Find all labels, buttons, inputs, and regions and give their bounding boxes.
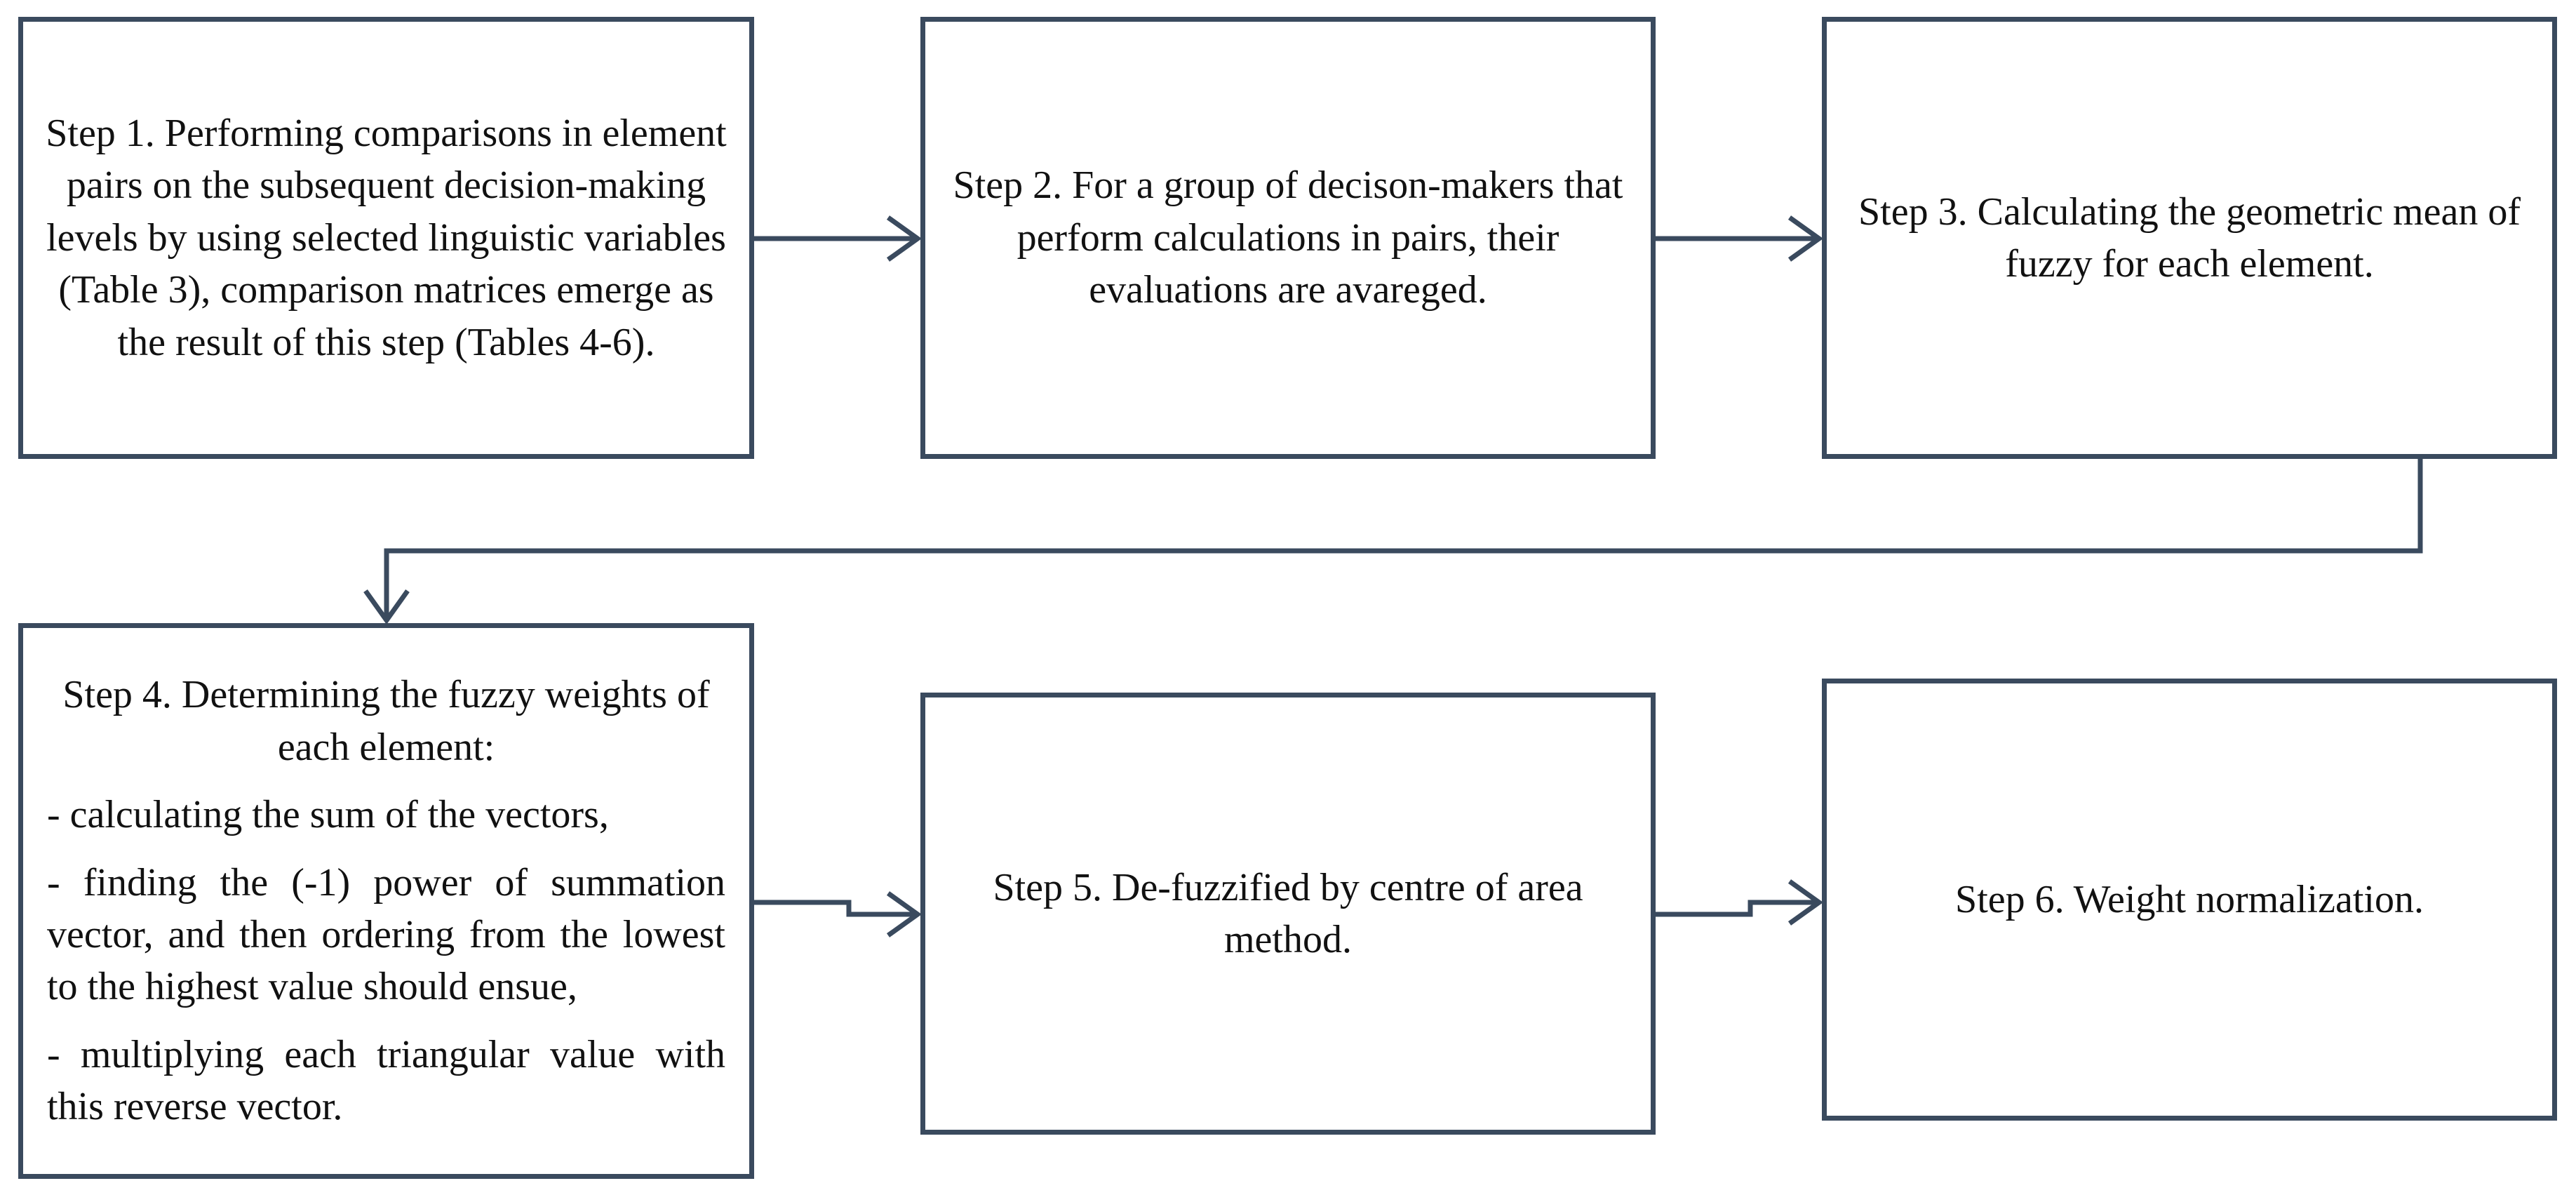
arrowhead-step4 xyxy=(363,589,410,625)
step1-text: Step 1. Performing comparisons in elemen… xyxy=(46,111,727,364)
arrowhead-step3 xyxy=(1787,215,1824,262)
step2-text: Step 2. For a group of decison-makers th… xyxy=(953,163,1623,312)
step6-box: Step 6. Weight normalization. xyxy=(1822,679,2557,1121)
step5-box: Step 5. De-fuzzified by centre of area m… xyxy=(920,693,1656,1135)
step1-box: Step 1. Performing comparisons in elemen… xyxy=(18,17,754,459)
step4-item-power: - finding the (-1) power of summation ve… xyxy=(47,860,725,1009)
step6-text: Step 6. Weight normalization. xyxy=(1955,877,2424,921)
step5-text: Step 5. De-fuzzified by centre of area m… xyxy=(993,865,1583,961)
step3-text: Step 3. Calculating the geometric mean o… xyxy=(1858,189,2521,286)
step4-item-multiply: - multiplying each triangular value with… xyxy=(47,1032,725,1129)
arrow-step3-to-step4 xyxy=(384,459,2423,620)
step4-box: Step 4. Determining the fuzzy weights of… xyxy=(18,623,754,1179)
arrowhead-step5 xyxy=(886,891,923,937)
step3-box: Step 3. Calculating the geometric mean o… xyxy=(1822,17,2557,459)
arrow-step5-to-step6 xyxy=(1656,900,1819,917)
step4-title: Step 4. Determining the fuzzy weights of… xyxy=(62,673,710,769)
arrow-step4-to-step5 xyxy=(754,900,918,917)
step2-box: Step 2. For a group of decison-makers th… xyxy=(920,17,1656,459)
step4-item-sum: - calculating the sum of the vectors, xyxy=(47,793,609,837)
arrowhead-step2 xyxy=(886,215,923,262)
arrowhead-step6 xyxy=(1787,879,1824,926)
